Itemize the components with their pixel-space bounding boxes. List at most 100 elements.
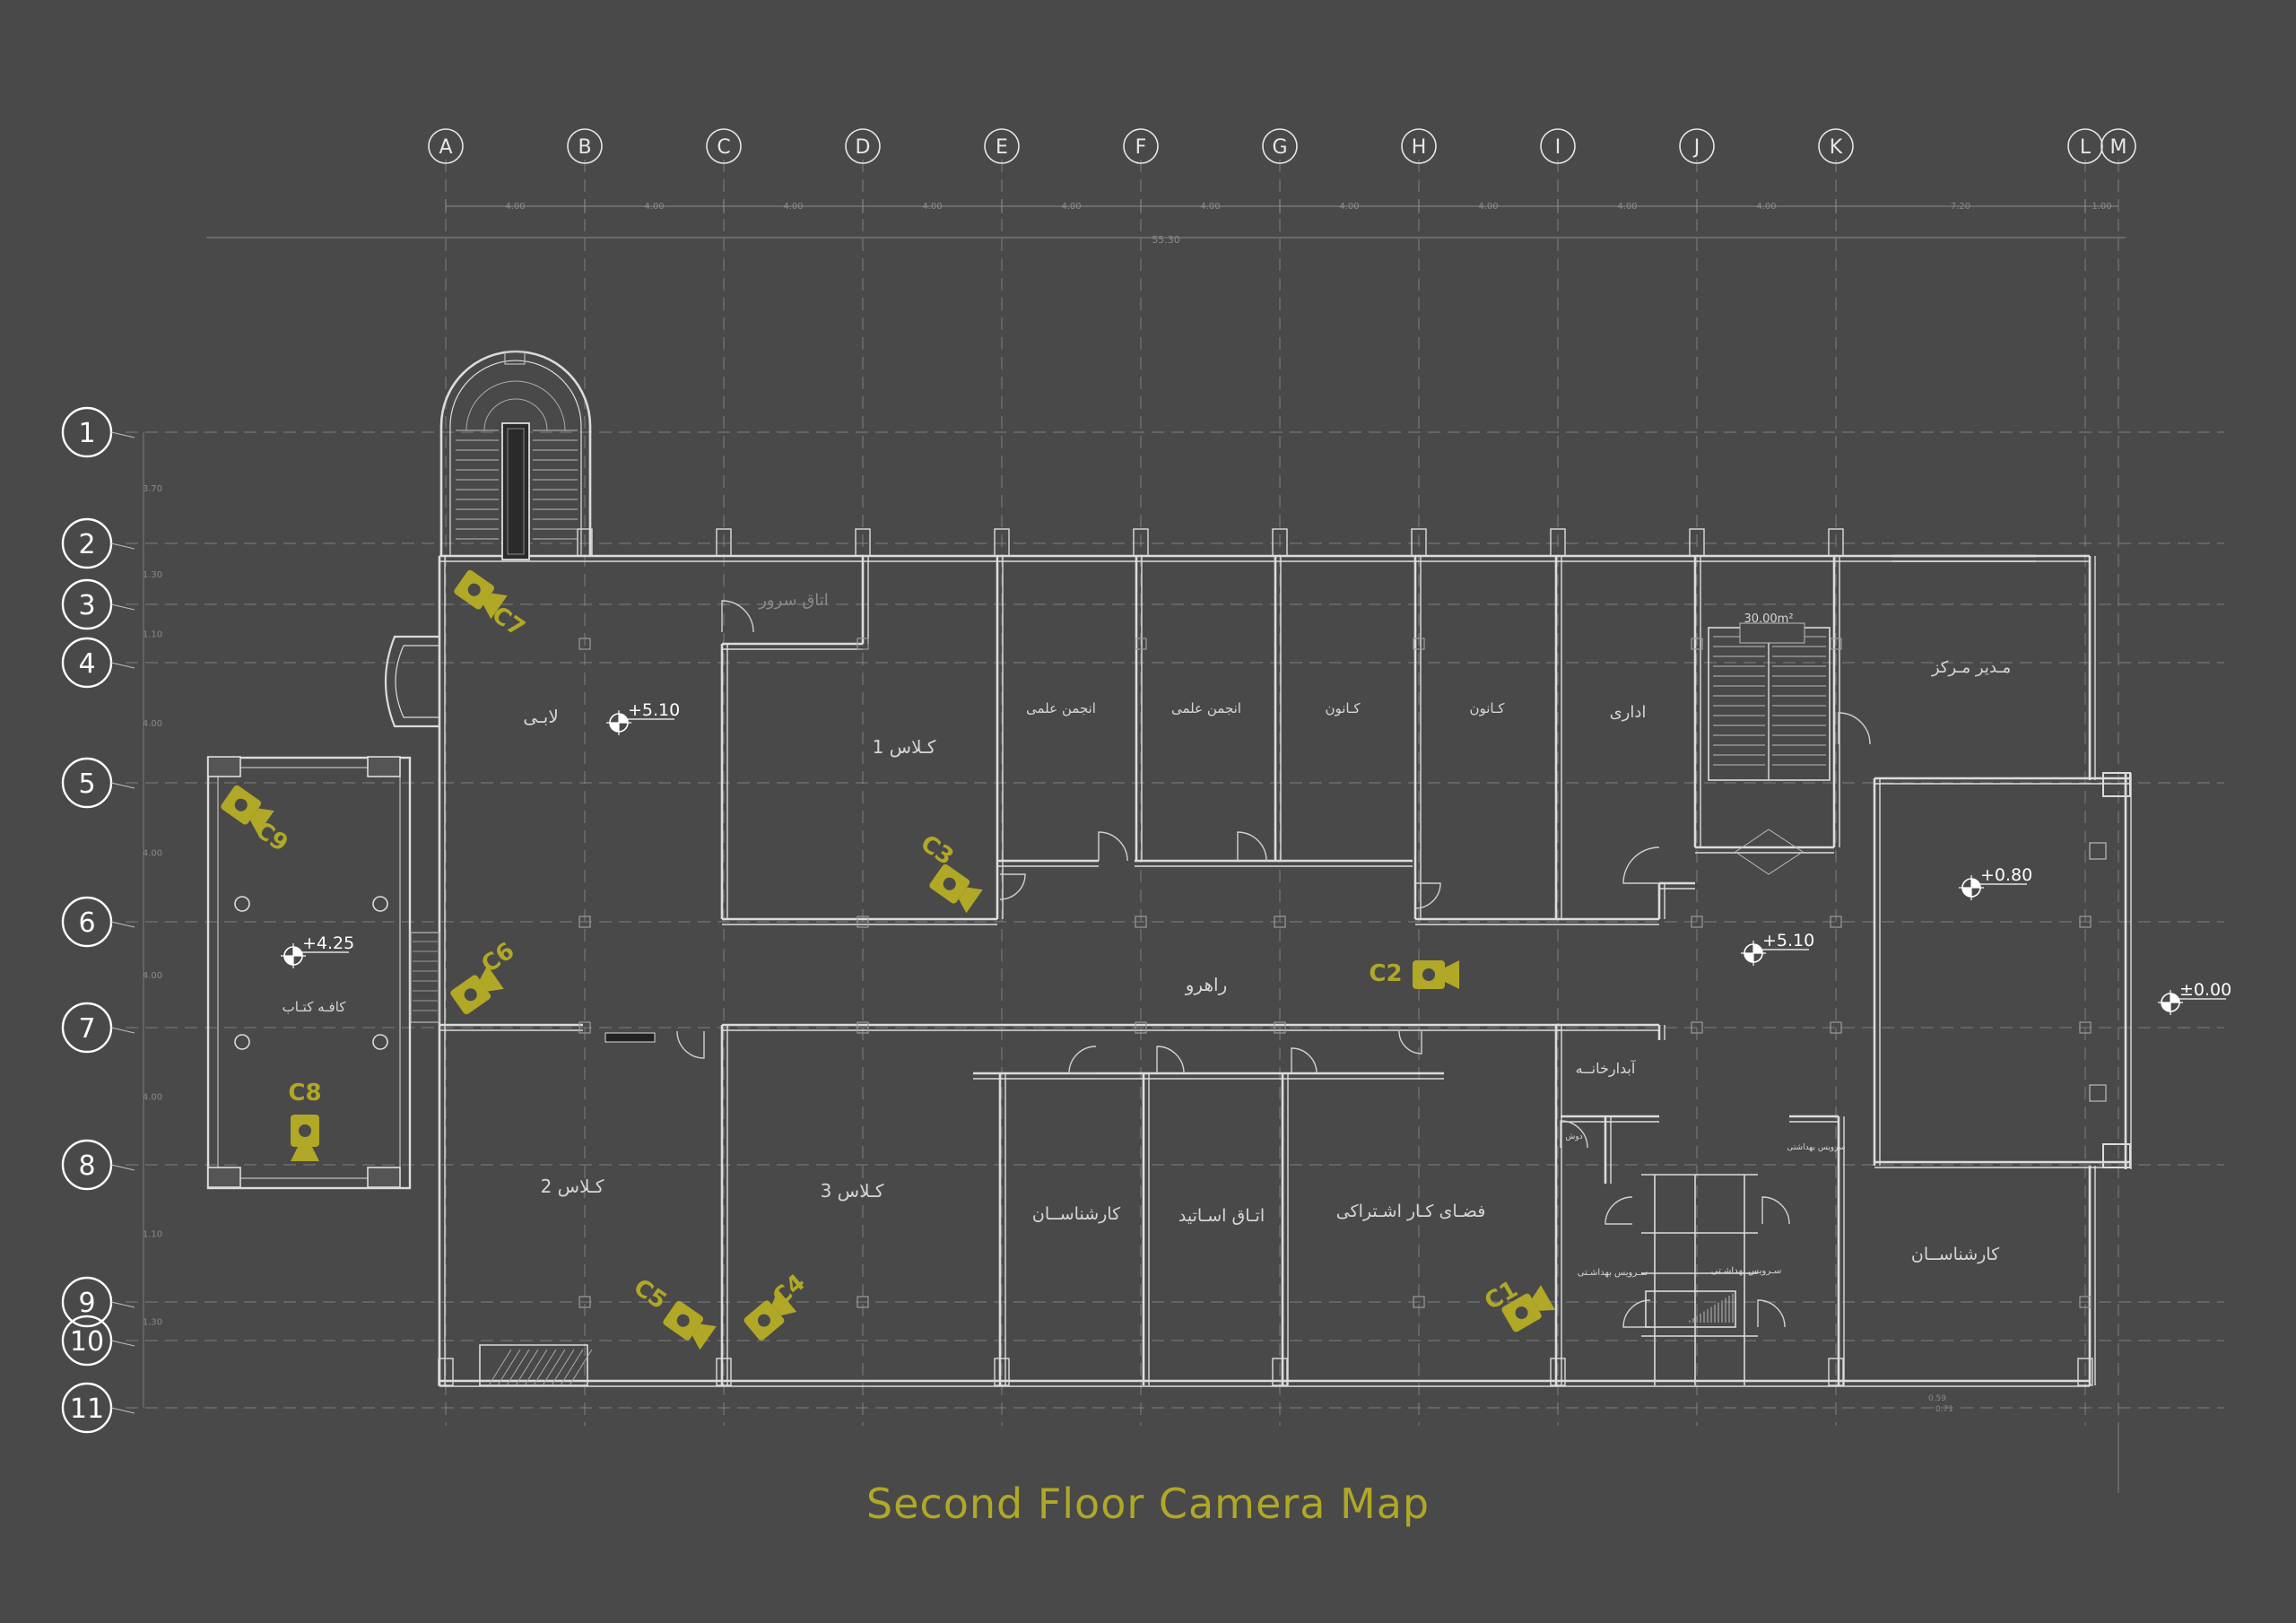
grid-label-row: 10: [70, 1326, 104, 1358]
stair-top: [504, 351, 526, 365]
dim-label: 4.00: [143, 971, 162, 981]
door-kanoon: [1414, 882, 1441, 909]
dim-total-label: 55.30: [1152, 234, 1180, 246]
window: [604, 1032, 656, 1043]
column-round: [234, 1034, 250, 1050]
ramp-hatch: [560, 1349, 584, 1386]
grid-leader: [110, 1301, 135, 1308]
grid-label-col: M: [2110, 136, 2127, 159]
column-mark: [857, 1296, 869, 1308]
ramp-hatch: [497, 1349, 521, 1386]
door-server: [721, 600, 754, 633]
camera-icon-c4: [744, 1289, 797, 1341]
room-label-edari: اداری: [1610, 703, 1647, 722]
grid-bubble-col: [1401, 128, 1437, 164]
side-steps: [410, 932, 440, 1023]
door-shower: [1560, 1120, 1588, 1149]
camera-icon-c1: [1501, 1285, 1555, 1332]
column-mark: [1413, 638, 1425, 650]
grid-label-col: F: [1135, 136, 1147, 159]
grid-leader: [110, 542, 135, 550]
column: [1411, 528, 1427, 557]
door-wc4: [1757, 1299, 1786, 1328]
column: [855, 528, 871, 557]
ramp-hatch: [551, 1349, 575, 1386]
column-round: [234, 896, 250, 912]
grid-bubble-col: [1540, 128, 1576, 164]
column: [367, 756, 401, 777]
door-wc1: [1605, 1196, 1633, 1225]
dim-label: 4.00: [143, 849, 162, 859]
room-label-karshenasan2: کارشناســان: [1911, 1245, 2000, 1264]
grid-bubble-col: [984, 128, 1020, 164]
ramp-hatch: [533, 1349, 557, 1386]
column-mark: [2079, 1021, 2092, 1034]
camera-label-c3: C3: [916, 829, 959, 871]
column-mark: [1274, 1021, 1286, 1034]
column: [1828, 1358, 1844, 1386]
box: [2089, 842, 2107, 860]
grid-leader: [110, 662, 135, 669]
column-mark: [1135, 916, 1147, 928]
column: [1689, 528, 1705, 557]
ramp-hatch: [524, 1349, 548, 1386]
grid-leader: [110, 1164, 135, 1171]
stair-core: [501, 422, 530, 560]
door-class3: [676, 1030, 705, 1059]
column-mark: [1135, 638, 1147, 650]
grid-label-col: G: [1272, 136, 1287, 159]
dim-label: 4.00: [783, 202, 803, 212]
room-label-kanoon2: کـانون: [1469, 700, 1505, 716]
ramp-hatch: [569, 1349, 593, 1386]
door-anjoman2: [1237, 831, 1267, 862]
grid-leader: [110, 431, 135, 438]
grid-label-col: K: [1830, 136, 1843, 159]
grid-label-row: 7: [78, 1013, 95, 1045]
room-label-class2: کـلاس 2: [541, 1176, 604, 1197]
grid-label-row: 4: [78, 648, 95, 680]
dim-label: 1.30: [143, 1318, 162, 1328]
bay: [384, 635, 439, 728]
ramp-hatch: [488, 1349, 512, 1386]
column-mark: [857, 916, 869, 928]
room-label-lobby: لابـی: [523, 706, 559, 727]
column: [1133, 528, 1149, 557]
dim-label: 1.10: [143, 1230, 162, 1240]
column-mark: [2079, 1296, 2092, 1308]
column-mark: [578, 638, 591, 650]
grid-label-row: 3: [78, 590, 95, 621]
camera-icon-c2: [1413, 960, 1459, 989]
grid-leader: [110, 1027, 135, 1034]
grid-label-row: 9: [78, 1288, 95, 1319]
room-label-anjoman1: انجمن علمی: [1026, 700, 1096, 716]
grid-label-col: L: [2080, 136, 2092, 159]
dim-label: 4.00: [1756, 202, 1776, 212]
grid-label-col: C: [717, 136, 730, 159]
column: [1828, 528, 1844, 557]
column-mark: [1691, 1021, 1703, 1034]
grid-label-row: 6: [78, 907, 95, 939]
grid-bubble-col: [567, 128, 603, 164]
camera-label-c2: C2: [1369, 960, 1402, 987]
column: [207, 756, 241, 777]
level-label: +5.10: [1762, 931, 1814, 950]
grid-bubble-col: [1123, 128, 1159, 164]
column-mark: [857, 1021, 869, 1034]
column: [207, 1167, 241, 1188]
dim-label: 4.00: [1478, 202, 1498, 212]
room-label-class1: کـلاس 1: [873, 736, 936, 758]
column-mark: [2079, 916, 2092, 928]
level-label: +5.10: [628, 700, 680, 720]
door-cowork: [1291, 1047, 1318, 1074]
grid-leader: [110, 782, 135, 789]
grid-leader: [110, 921, 135, 928]
dim-label: 4.00: [143, 1093, 162, 1103]
camera-label-c6: C6: [477, 937, 520, 978]
cafe-outline: [206, 756, 412, 1190]
dim-label: 4.00: [1061, 202, 1081, 212]
